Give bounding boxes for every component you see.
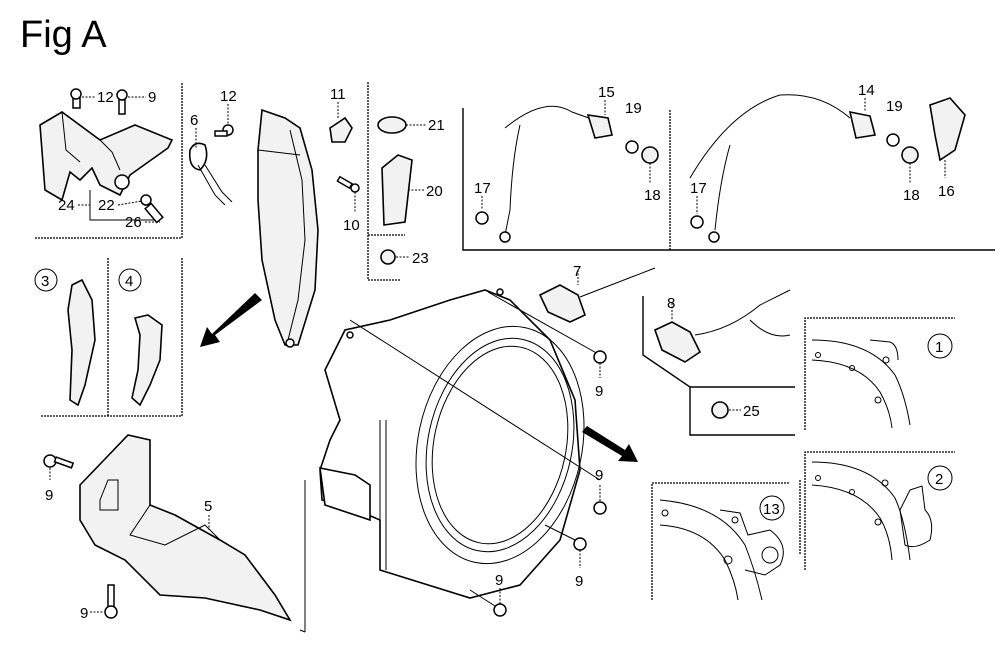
- detail-label-2: 2: [935, 471, 943, 488]
- detail-view-2: 2: [804, 451, 955, 570]
- callout-22: 22: [98, 197, 115, 214]
- callout-9-housing-4: 9: [495, 572, 503, 589]
- bolt-12-b: [214, 124, 234, 137]
- callout-18: 18: [644, 187, 661, 204]
- box-switch-8: 8 25: [642, 289, 795, 436]
- nut-18: [641, 146, 659, 164]
- callout-7: 7: [573, 263, 581, 280]
- clip-21: [377, 116, 407, 134]
- detail-view-4: 4: [118, 268, 163, 407]
- switch-15: [586, 114, 613, 139]
- nut-18-b: [901, 146, 919, 164]
- callout-15: 15: [598, 84, 615, 101]
- switch-14: [848, 110, 876, 139]
- callout-6: 6: [190, 112, 198, 129]
- callout-9-housing-2: 9: [595, 467, 603, 484]
- box-detail-3-4: 3 4: [34, 258, 183, 417]
- cover-shroud-part: 11 10: [257, 86, 360, 348]
- callout-11: 11: [330, 86, 346, 103]
- box-bracket-assembly: 12 9 24 22 26: [35, 82, 183, 239]
- detail-view-1: 1: [804, 317, 955, 430]
- box-wiring-assembly: 15 19 18 17 14 19 18 16 17: [462, 82, 995, 251]
- callout-8: 8: [667, 295, 675, 312]
- screw-17-b: [690, 215, 704, 229]
- detail-label-3: 3: [41, 273, 49, 290]
- clip-11: [329, 116, 353, 143]
- switch-7: 7: [538, 263, 656, 323]
- bolt-26: [144, 202, 164, 224]
- nut-23: [380, 249, 396, 265]
- callout-5: 5: [204, 498, 212, 515]
- callout-20: 20: [426, 183, 443, 200]
- wire-bracket-6: 6 12: [188, 88, 237, 206]
- callout-24: 24: [58, 197, 75, 214]
- bolt-9-left-top: [43, 454, 75, 469]
- callout-21: 21: [428, 117, 445, 134]
- fan-housing-part: [299, 288, 601, 633]
- callout-19: 19: [625, 100, 642, 117]
- detail-view-3: 3: [34, 268, 96, 407]
- callout-19-b: 19: [886, 98, 903, 115]
- bolt-9-housing-3: [544, 524, 587, 551]
- detail-label-13: 13: [763, 501, 780, 518]
- callout-17: 17: [474, 180, 491, 197]
- screw-17: [475, 211, 489, 225]
- bolt-9-left-bottom: [104, 584, 118, 619]
- figure-title: Fig A: [20, 14, 107, 56]
- bracket-part: [39, 111, 174, 202]
- bolt-9: [116, 89, 128, 115]
- block-20: [381, 154, 413, 226]
- bolt-12: [70, 88, 82, 109]
- nut-25: [711, 401, 729, 419]
- detail-view-13: 13: [651, 480, 801, 601]
- callout-16: 16: [938, 183, 955, 200]
- callout-9-housing-1: 9: [595, 383, 603, 400]
- callout-12: 12: [97, 89, 114, 106]
- detail-label-4: 4: [125, 273, 133, 290]
- arrow-to-right-detail-icon: [582, 426, 638, 462]
- washer-19: [625, 140, 639, 154]
- callout-14: 14: [858, 82, 875, 99]
- guide-plate-5: 5 9 9: [43, 434, 292, 622]
- callout-23: 23: [412, 250, 429, 267]
- callout-9: 9: [148, 89, 156, 106]
- bracket-16: [929, 97, 966, 162]
- bolt-9-housing-2: [593, 501, 607, 515]
- callout-18-b: 18: [903, 187, 920, 204]
- callout-9-left-bottom: 9: [80, 605, 88, 622]
- arrow-to-left-detail-icon: [200, 293, 262, 347]
- callout-10: 10: [343, 217, 360, 234]
- callout-9-housing-3: 9: [575, 573, 583, 590]
- detail-label-1: 1: [935, 339, 943, 356]
- callout-25: 25: [743, 403, 760, 420]
- callout-12-b: 12: [220, 88, 237, 105]
- switch-8: [654, 289, 791, 363]
- washer-19-b: [886, 133, 900, 147]
- callout-9-left-top: 9: [45, 487, 53, 504]
- box-clip-assembly: 21 20 23: [367, 82, 445, 281]
- bolt-10: [336, 175, 360, 193]
- bolt-9-housing-1: [593, 350, 607, 364]
- callout-26: 26: [125, 214, 142, 231]
- washer-22: [140, 194, 152, 206]
- callout-17-b: 17: [690, 180, 707, 197]
